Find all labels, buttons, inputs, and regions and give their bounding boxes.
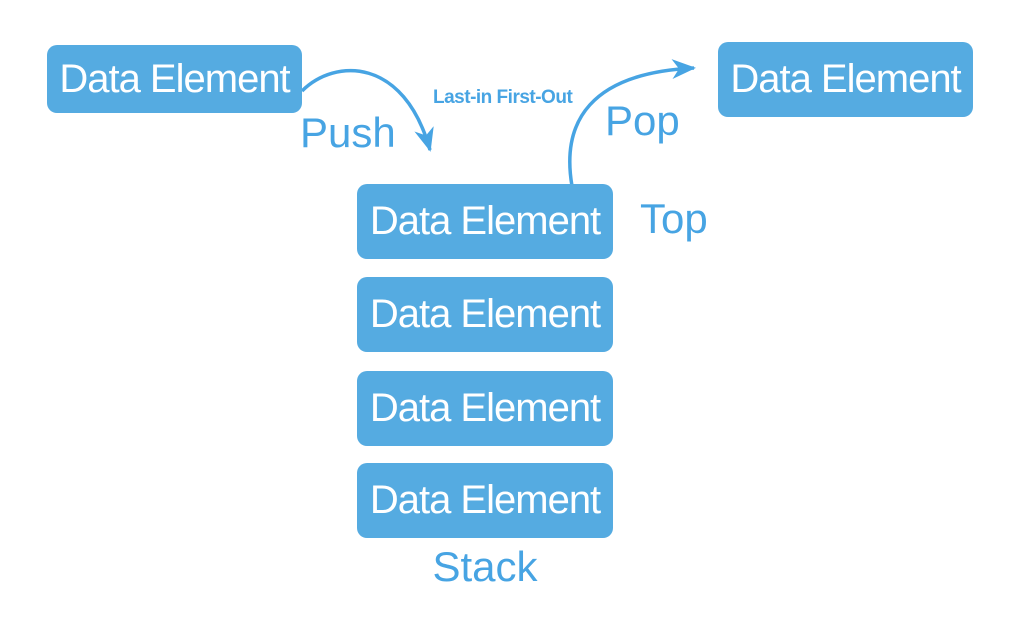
outgoing-data-element-box: Data Element: [718, 42, 973, 117]
lifo-label: Last-in First-Out: [433, 87, 573, 108]
stack-element-top: Data Element: [357, 184, 613, 259]
incoming-data-element-box: Data Element: [47, 45, 302, 113]
push-label: Push: [300, 109, 396, 156]
stack-element-label: Data Element: [369, 478, 601, 522]
top-label: Top: [640, 195, 708, 242]
stack-element-3: Data Element: [357, 371, 613, 446]
stack-element-bottom: Data Element: [357, 463, 613, 538]
pop-label: Pop: [605, 97, 680, 144]
stack-element-label: Data Element: [369, 199, 601, 243]
outgoing-data-element-label: Data Element: [730, 57, 961, 101]
stack-element-label: Data Element: [369, 292, 601, 336]
incoming-data-element-label: Data Element: [59, 56, 290, 101]
stack-element-2: Data Element: [357, 277, 613, 352]
stack-label: Stack: [432, 543, 538, 590]
stack-element-label: Data Element: [369, 386, 601, 430]
